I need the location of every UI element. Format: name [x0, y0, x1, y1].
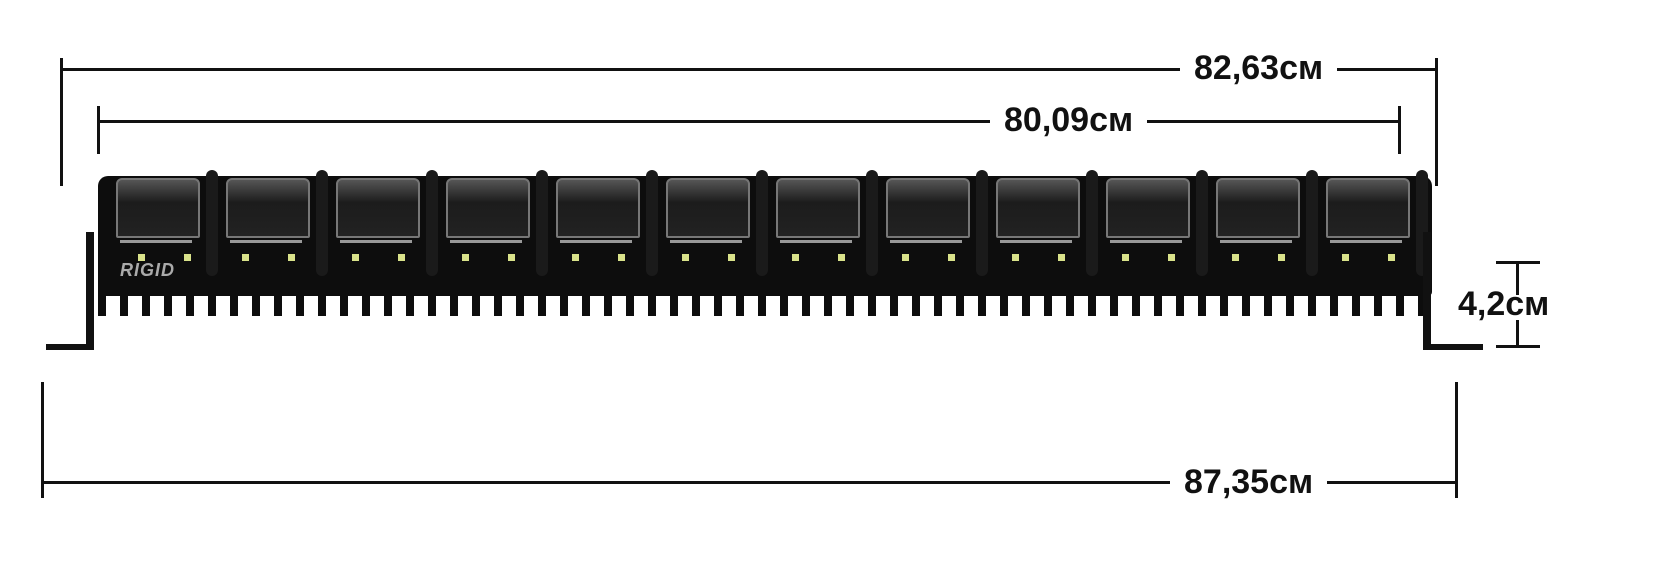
mount-bracket-right [1423, 232, 1431, 350]
light-module [212, 176, 316, 276]
mount-bracket-left-foot [46, 344, 94, 350]
dim-height-stem-bottom [1516, 320, 1519, 348]
dim-line-82 [62, 68, 1438, 71]
lens [116, 178, 200, 238]
light-module [322, 176, 426, 276]
lens [336, 178, 420, 238]
light-module [872, 176, 976, 276]
lens [1326, 178, 1410, 238]
light-module [1092, 176, 1196, 276]
dim-tick-80-right [1398, 106, 1401, 154]
dim-tick-82-right [1435, 58, 1438, 186]
light-module [982, 176, 1086, 276]
heatsink-fins [98, 276, 1432, 316]
lens [886, 178, 970, 238]
dim-tick-87-right [1455, 382, 1458, 498]
lens [1106, 178, 1190, 238]
dim-tick-87-left [41, 382, 44, 498]
dim-label-overall-width: 82,63см [1180, 48, 1338, 88]
dim-line-87 [42, 481, 1458, 484]
light-module [1312, 176, 1416, 276]
light-module [432, 176, 536, 276]
brand-logo: RIGID [120, 260, 176, 280]
lens [996, 178, 1080, 238]
lens [226, 178, 310, 238]
light-module [102, 176, 206, 276]
dim-line-80 [98, 120, 1401, 123]
lens [446, 178, 530, 238]
mount-bracket-right-foot [1423, 344, 1483, 350]
light-module [652, 176, 756, 276]
light-bar-body: RIGID [98, 170, 1432, 316]
lens [1216, 178, 1300, 238]
light-module [762, 176, 866, 276]
lens [556, 178, 640, 238]
dim-label-body-width: 80,09см [990, 100, 1148, 140]
lens [776, 178, 860, 238]
dim-tick-82-left [60, 58, 63, 186]
dim-tick-80-left [97, 106, 100, 154]
light-module [542, 176, 646, 276]
dim-height-stem-top [1516, 261, 1519, 295]
dim-label-height: 4,2см [1458, 285, 1550, 323]
light-module [1202, 176, 1306, 276]
lens [666, 178, 750, 238]
dim-label-bracket-width: 87,35см [1170, 462, 1328, 502]
mount-bracket-left [86, 232, 94, 350]
